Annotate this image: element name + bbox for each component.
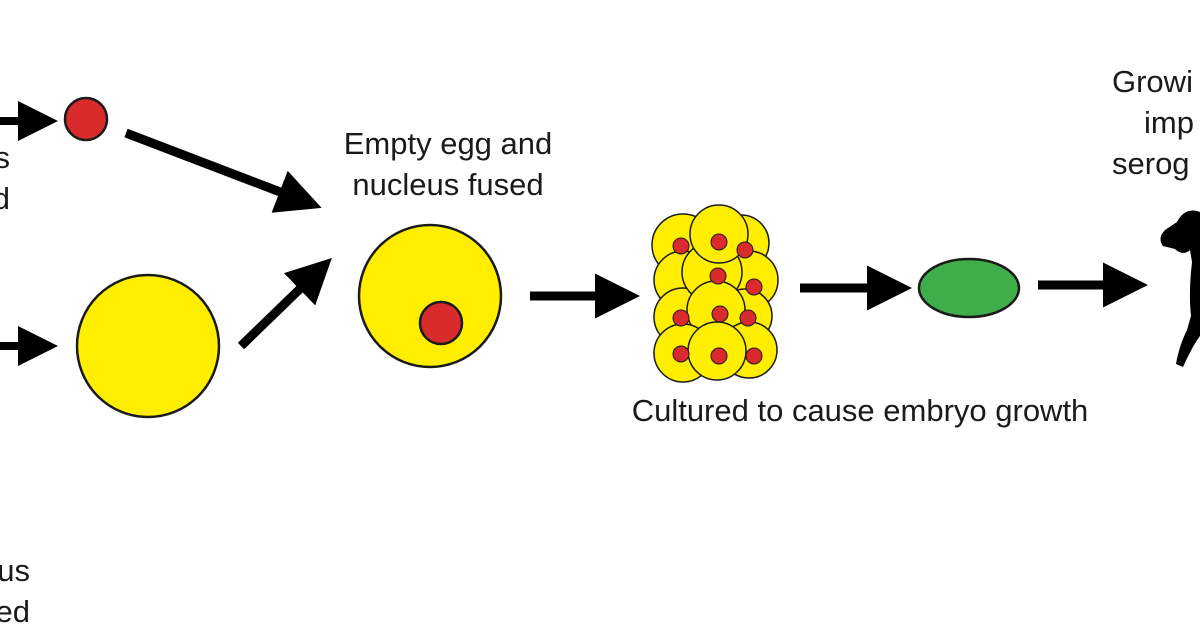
arrow-egg-to-fused xyxy=(237,257,332,350)
growth-label-line1: Growi xyxy=(1112,64,1193,99)
cluster-nucleus xyxy=(672,237,690,255)
fused-egg-label-line1: Empty egg and xyxy=(343,126,553,161)
fused-egg xyxy=(357,223,503,369)
growth-label-line2: imp xyxy=(1144,105,1194,140)
fused-egg-nucleus xyxy=(418,300,464,346)
fused-egg-label-line2: nucleus fused xyxy=(352,167,544,202)
donor-cell-label-line2: d xyxy=(0,181,10,216)
cluster-nucleus xyxy=(710,347,728,365)
cluster-nucleus xyxy=(745,347,763,365)
green-embryo xyxy=(917,257,1021,319)
cell-cluster-nuclei xyxy=(672,233,763,365)
cluster-nucleus xyxy=(672,345,690,363)
growth-label: Growi imp serog xyxy=(1100,61,1200,184)
arrows xyxy=(0,101,1148,366)
donor-cell-label-line1: s xyxy=(0,140,10,175)
cluster-nucleus xyxy=(672,309,690,327)
growth-label-line3: serog xyxy=(1112,146,1190,181)
donor-nucleus xyxy=(63,96,109,142)
fused-egg-label: Empty egg and nucleus fused xyxy=(298,123,598,205)
cluster-nucleus xyxy=(745,278,763,296)
cluster-nucleus xyxy=(739,309,757,327)
dog-silhouette-icon xyxy=(1160,210,1200,367)
donor-cell-label: s d xyxy=(0,137,10,219)
empty-egg xyxy=(75,273,221,419)
cluster-nucleus xyxy=(709,267,727,285)
cultured-label-line1: Cultured to cause embryo growth xyxy=(631,393,1089,428)
cultured-label: Cultured to cause embryo growth xyxy=(590,390,1130,431)
egg-cell-label: us ed xyxy=(0,550,30,630)
egg-cell-label-line2: ed xyxy=(0,594,30,629)
cluster-nucleus xyxy=(736,241,754,259)
cluster-nucleus xyxy=(710,233,728,251)
egg-cell-label-line1: us xyxy=(0,553,30,588)
cluster-nucleus xyxy=(711,305,729,323)
arrow-nucleus-to-fused xyxy=(124,128,322,213)
